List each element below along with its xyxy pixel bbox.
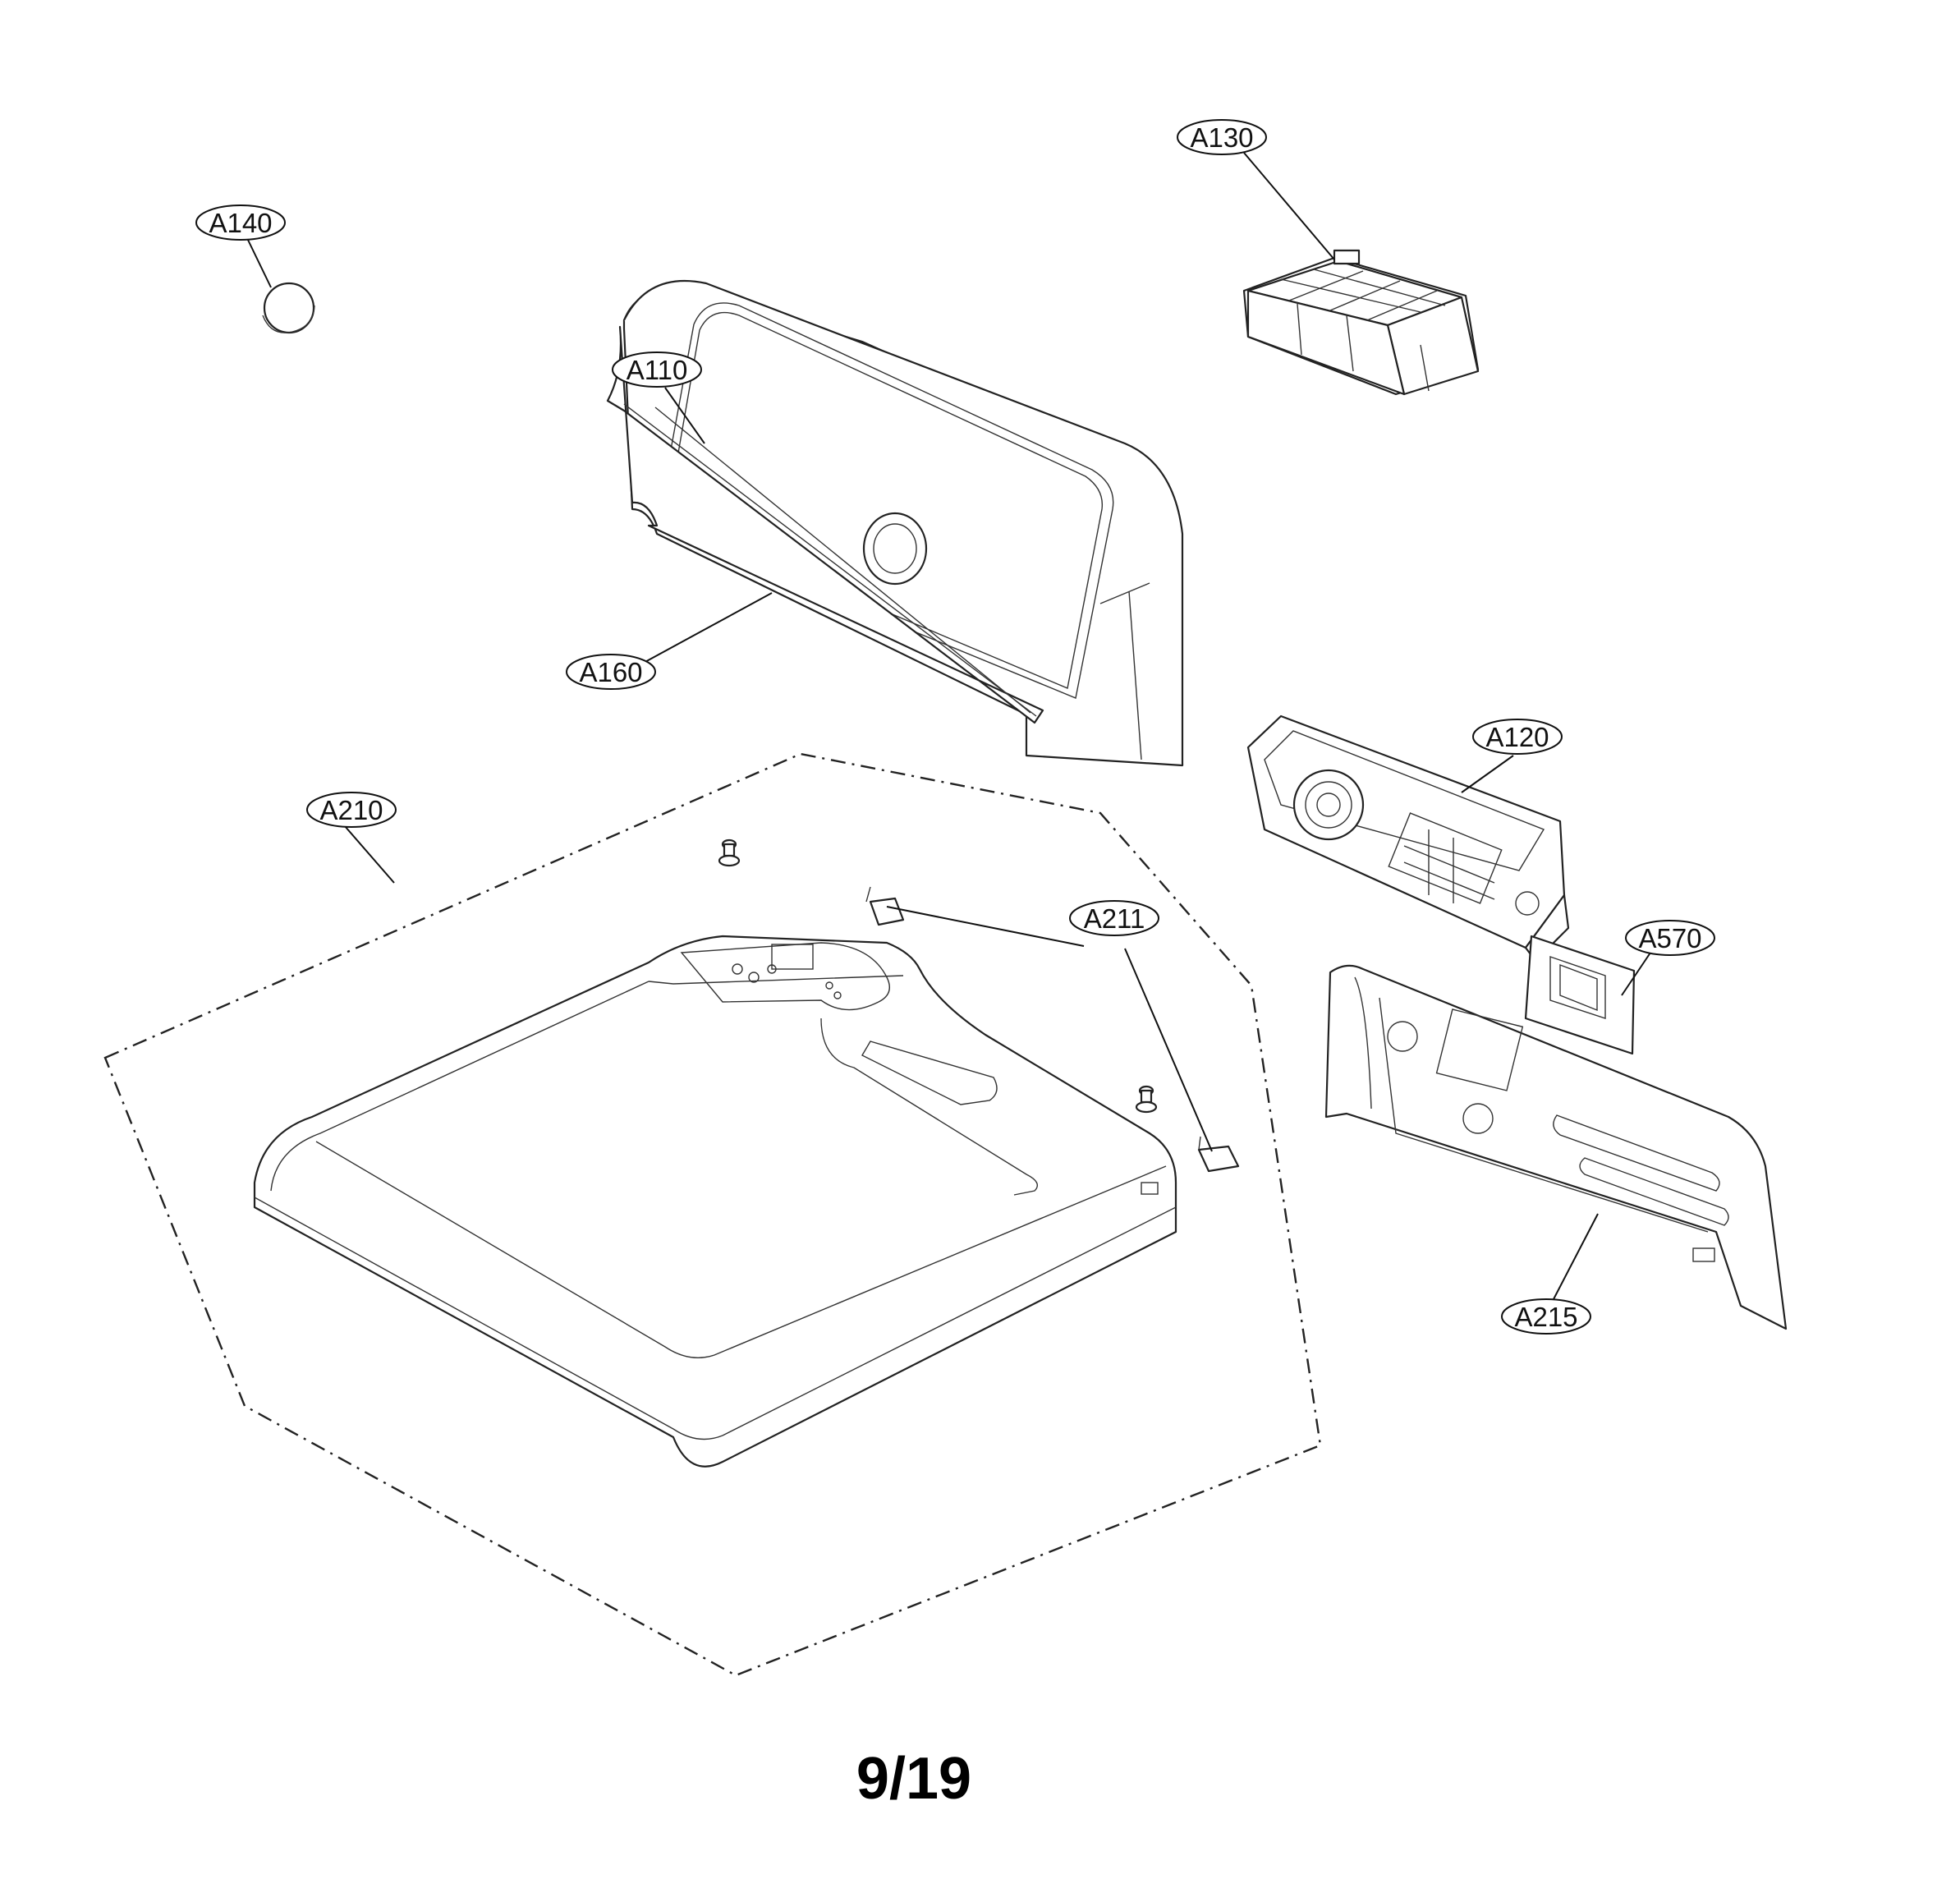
- callout-a110: A110: [612, 351, 702, 388]
- callout-a110-label: A110: [627, 355, 688, 385]
- callout-a130-label: A130: [1190, 122, 1253, 153]
- leader-lines: [246, 152, 1651, 1300]
- lid-pin-upper: [718, 838, 741, 867]
- a160-trim-strip-part: [606, 325, 1044, 724]
- page-number: 9/19: [856, 1746, 971, 1812]
- a130-pcb-box-part: [1242, 249, 1480, 396]
- a211-hinge-bracket-lower: [1197, 1136, 1240, 1173]
- a140-knob-cap-part: [262, 282, 315, 334]
- a120-control-board-part: [1246, 714, 1570, 962]
- callout-a211-label: A211: [1084, 903, 1145, 934]
- callout-a570-label: A570: [1638, 923, 1701, 953]
- lid-pin-lower: [1135, 1085, 1158, 1114]
- a211-hinge-bracket-upper: [865, 886, 905, 926]
- a110-control-panel-housing-part: [622, 279, 1184, 767]
- a210-assembly-boundary: [103, 752, 1322, 1677]
- a210-lid-assembly-part: [253, 935, 1177, 1468]
- callout-a130: A130: [1177, 119, 1267, 155]
- callout-a160-label: A160: [579, 657, 642, 687]
- callout-a160: A160: [566, 654, 656, 690]
- a215-rear-panel-part: [1324, 964, 1788, 1330]
- callout-a120: A120: [1472, 719, 1563, 755]
- callout-a120-label: A120: [1485, 722, 1549, 752]
- a570-bracket-plate-part: [1524, 935, 1636, 1055]
- callout-a140: A140: [195, 204, 286, 241]
- callout-a211: A211: [1069, 900, 1159, 936]
- callout-a210: A210: [306, 792, 397, 828]
- callout-a215: A215: [1501, 1298, 1591, 1335]
- callout-a140-label: A140: [209, 208, 272, 238]
- callout-a210-label: A210: [319, 795, 383, 825]
- callout-a215-label: A215: [1514, 1302, 1577, 1332]
- callout-a570: A570: [1625, 920, 1715, 956]
